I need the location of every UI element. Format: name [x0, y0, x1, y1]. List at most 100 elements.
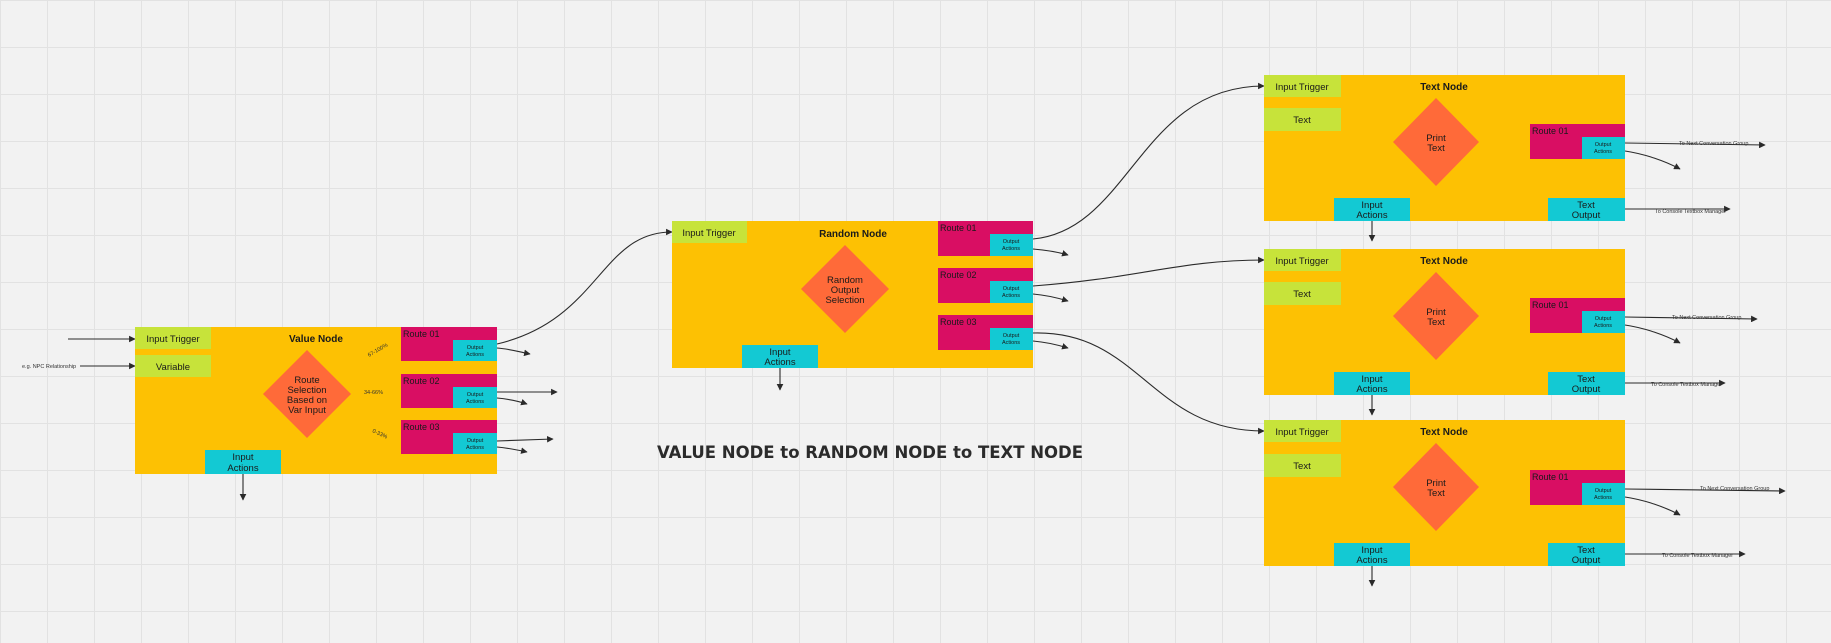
text-node-3-to-group-wire [1624, 487, 1786, 495]
random-node-title: Random Node [819, 229, 887, 240]
text-node-3-route-01-label: Route 01 [1532, 472, 1569, 482]
random-node-decision-line-1: Random [827, 275, 863, 286]
text-node-2-to-group-wire [1624, 315, 1758, 323]
text-node-2-output-line-2: Actions [1594, 323, 1612, 329]
text-node-1-input-trigger[interactable] [1264, 75, 1341, 97]
text-node-2-text-output-line-2: Output [1572, 384, 1601, 395]
random-node-route-02-label: Route 02 [940, 270, 977, 280]
text-node-2-route-01-label: Route 01 [1532, 300, 1569, 310]
value-node-decision-line-2: Selection [287, 385, 326, 396]
text-node-2-route-out-b-wire [1624, 324, 1681, 344]
text-node-3-decision-diamond [1393, 443, 1479, 531]
random-to-text-3-link-wire [1032, 332, 1265, 435]
text-node-2-input-actions[interactable] [1334, 372, 1410, 395]
random-node-route-01-output-line-2: Actions [1002, 246, 1020, 252]
text-node-2-input-trigger[interactable] [1264, 249, 1341, 271]
text-node-1-text-output-line-1: Text [1577, 200, 1595, 211]
value-node-decision-line-1: Route [294, 375, 319, 386]
value-to-random-link-wire [496, 228, 673, 345]
value-node-route-03-output-line-2: Actions [466, 445, 484, 451]
value-node-input-actions[interactable] [205, 450, 281, 474]
text-node-2-input-actions-line-2: Actions [1356, 384, 1387, 395]
value-node-input-actions-line-1: Input [232, 452, 253, 463]
value-node-route-03-output-line-1: Output [467, 438, 484, 444]
value-node-external-input-label: e.g. NPC Relationship [22, 364, 76, 370]
value-node-variable[interactable] [135, 355, 211, 377]
diagram-title: VALUE NODE to RANDOM NODE to TEXT NODE [657, 443, 1083, 462]
text-node-2-text-output[interactable] [1548, 372, 1625, 395]
random-to-text-1-link-wire [1032, 82, 1265, 240]
value-node-title: Value Node [289, 334, 343, 345]
text-node-3-route-out-b-wire [1624, 496, 1681, 516]
value-node[interactable]: Value Node Input Trigger Variable Route … [22, 327, 497, 474]
text-node-1-decision-line-1: Print [1426, 133, 1446, 144]
random-node-route-01-output-actions[interactable] [990, 234, 1033, 256]
text-node-3-to-console-label: To Console Textbox Manager [1662, 553, 1733, 559]
text-node-2[interactable]: Text Node Input Trigger Text Print Text … [1264, 249, 1741, 395]
random-node-input-trigger-label: Input Trigger [682, 228, 735, 239]
text-node-3-decision-line-1: Print [1426, 478, 1446, 489]
random-node-decision-line-3: Selection [825, 295, 864, 306]
text-node-2-text[interactable] [1264, 282, 1341, 305]
text-node-3-text-output-line-1: Text [1577, 545, 1595, 556]
random-node-route-02-output-actions[interactable] [990, 281, 1033, 303]
value-node-route-02-output-actions[interactable] [453, 387, 497, 408]
text-node-3-to-group-label: To Next Conversation Group [1700, 486, 1769, 492]
text-node-2-output-actions[interactable] [1582, 311, 1625, 333]
text-node-2-to-group-label: To Next Conversation Group [1672, 315, 1741, 321]
text-node-3-title: Text Node [1420, 427, 1468, 438]
text-node-3-input-actions[interactable] [1334, 543, 1410, 566]
text-node-3-output-actions[interactable] [1582, 483, 1625, 505]
text-node-1[interactable]: Text Node Input Trigger Text Print Text … [1264, 75, 1748, 221]
text-node-2-input-trigger-label: Input Trigger [1275, 256, 1328, 267]
random-node-route-01-output-line-1: Output [1003, 239, 1020, 245]
text-node-1-input-actions-line-2: Actions [1356, 210, 1387, 221]
text-node-1-text-output[interactable] [1548, 198, 1625, 221]
text-node-1-input-actions-line-1: Input [1361, 200, 1382, 211]
text-node-1-to-group-label: To Next Conversation Group [1679, 141, 1748, 147]
random-node-input-actions-line-1: Input [769, 347, 790, 358]
text-node-1-text-label: Text [1293, 115, 1311, 126]
value-node-r1-out-a [496, 347, 531, 357]
text-node-1-text[interactable] [1264, 108, 1341, 131]
value-node-variable-label: Variable [156, 362, 190, 373]
random-node-r1-out-b [1032, 248, 1069, 257]
text-node-2-text-output-line-1: Text [1577, 374, 1595, 385]
random-node-input-actions[interactable] [742, 345, 818, 368]
text-node-1-output-actions[interactable] [1582, 137, 1625, 159]
random-node-input-trigger[interactable] [672, 221, 747, 243]
text-node-2-decision-diamond [1393, 272, 1479, 360]
text-node-1-route-01-label: Route 01 [1532, 126, 1569, 136]
text-node-1-input-actions[interactable] [1334, 198, 1410, 221]
random-node-route-03-output-actions[interactable] [990, 328, 1033, 350]
value-node-r2-out-b [496, 397, 528, 406]
text-node-3-text[interactable] [1264, 454, 1341, 477]
text-node-2-input-actions-line-1: Input [1361, 374, 1382, 385]
random-node-route-01-label: Route 01 [940, 223, 977, 233]
random-node-input-actions-line-2: Actions [764, 357, 795, 368]
random-node-route-02-output-line-1: Output [1003, 286, 1020, 292]
value-node-decision-line-4: Var Input [288, 405, 326, 416]
value-node-decision-line-3: Based on [287, 395, 327, 406]
value-node-route-01-output-actions[interactable] [453, 340, 497, 361]
text-node-3[interactable]: Text Node Input Trigger Text Print Text … [1264, 420, 1769, 566]
text-node-1-input-trigger-label: Input Trigger [1275, 82, 1328, 93]
text-node-3-input-trigger[interactable] [1264, 420, 1341, 442]
text-node-1-to-group-wire [1624, 141, 1766, 149]
text-node-3-text-output-line-2: Output [1572, 555, 1601, 566]
text-node-2-to-console-label: To Console Textbox Manager [1651, 382, 1722, 388]
value-node-route-01-output-line-2: Actions [466, 352, 484, 358]
value-node-route-03-output-actions[interactable] [453, 433, 497, 454]
text-node-1-decision-line-2: Text [1427, 143, 1445, 154]
value-node-r3-out-b [496, 446, 528, 454]
random-node-r3-out-b [1032, 340, 1069, 350]
text-node-3-output-line-2: Actions [1594, 495, 1612, 501]
text-node-2-text-label: Text [1293, 289, 1311, 300]
value-node-input-trigger[interactable] [135, 327, 211, 349]
random-node[interactable]: Random Node Input Trigger Random Output … [672, 221, 1033, 368]
text-node-2-output-line-1: Output [1595, 316, 1612, 322]
value-node-decision-diamond [263, 350, 351, 438]
text-node-3-text-output[interactable] [1548, 543, 1625, 566]
text-node-1-decision-diamond [1393, 98, 1479, 186]
